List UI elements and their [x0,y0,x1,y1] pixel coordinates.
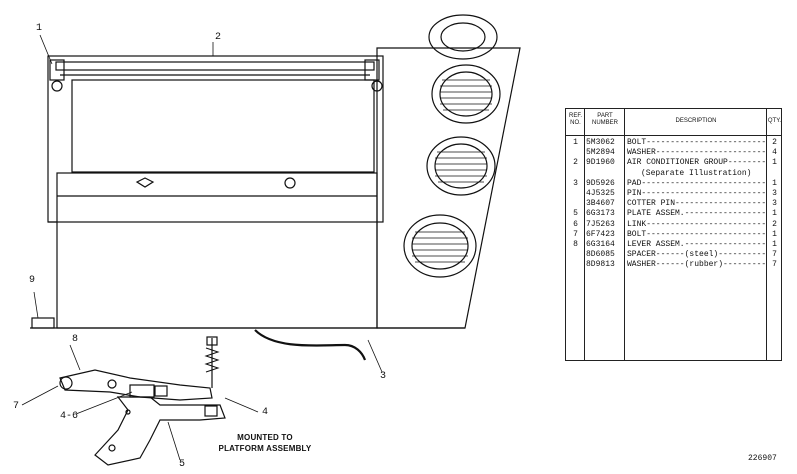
quantity-cell: 1 [772,178,777,188]
table-row: (Separate Illustration) [566,169,781,178]
header-description: DESCRIPTION [675,118,717,124]
part-number-cell: 8D6085 [586,250,615,260]
description-cell: BOLT---------------------------- [627,138,765,147]
drawing-number: 226907 [748,454,777,463]
table-row: 2 9D1960 AIR CONDITIONER GROUP---------- 1 [566,158,781,167]
part-number-cell: 9D1960 [586,158,615,168]
quantity-cell: 3 [772,199,777,209]
description-cell: LEVER ASSEM.------------------- [627,240,765,249]
table-row: 3B4607 COTTER PIN---------------------- 3 [566,199,781,208]
callout-7: 7 [13,401,20,412]
quantity-cell: 1 [772,229,777,239]
part-number-cell: 6F7423 [586,229,615,239]
table-row: 7 6F7423 BOLT---------------------------- 1 [566,230,781,239]
column-divider [624,109,625,360]
part-number-cell: 9D5926 [586,178,615,188]
header-ref-no: REF. NO. [568,113,582,126]
description-cell: BOLT---------------------------- [627,229,765,239]
part-number-cell: 7J5263 [586,219,615,229]
description-cell: COTTER PIN---------------------- [627,199,765,209]
ref-cell: 5 [573,209,578,219]
header-qty: QTY. [767,118,782,124]
description-cell: AIR CONDITIONER GROUP---------- [627,158,765,168]
leader-lines [21,34,383,461]
table-row: 6 7J5263 LINK---------------------------- 2 [566,220,781,229]
description-cell: WASHER-------------------------- [627,148,765,158]
description-cell: WASHER------(rubber)----------- [627,260,765,270]
table-row: 8 6G3164 LEVER ASSEM.------------------- 1 [566,240,781,249]
ref-cell: 7 [573,229,578,239]
vent-grilles [403,64,501,278]
ref-cell: 2 [573,158,578,168]
ref-cell: 8 [573,240,578,249]
ref-cell: 6 [573,219,578,229]
description-cell: PAD----------------------------- [627,178,765,188]
header-part-number: PART NUMBER [591,113,618,126]
quantity-cell: 2 [772,219,777,229]
quantity-cell: 7 [772,250,777,260]
table-row: 5M2894 WASHER-------------------------- 4 [566,148,781,157]
table-row: 3 9D5926 PAD----------------------------- 1 [566,179,781,188]
quantity-cell: 7 [772,260,777,270]
description-cell: (Separate Illustration) [641,168,752,178]
quantity-cell: 1 [772,209,777,219]
table-row: 4J5325 PIN----------------------------- 3 [566,189,781,198]
part-number-cell: 3B4607 [586,199,615,209]
mounting-caption: MOUNTED TO PLATFORM ASSEMBLY [200,432,330,454]
callout-5: 5 [179,459,186,470]
callout-4-6: 4-6 [60,411,79,422]
quantity-cell: 1 [772,240,777,249]
table-row: 8D9813 WASHER------(rubber)----------- 7 [566,260,781,269]
ref-cell: 1 [573,138,578,147]
description-cell: SPACER------(steel)------------ [627,250,765,260]
description-cell: PIN----------------------------- [627,189,765,198]
header-divider [566,135,781,136]
column-divider [766,109,767,360]
caption-line-1: MOUNTED TO [237,433,293,442]
quantity-cell: 3 [772,189,777,198]
part-number-cell: 5M3062 [586,138,615,147]
callout-9: 9 [29,275,36,286]
callout-1: 1 [36,23,43,34]
air-conditioner-housing [30,14,521,361]
callout-4: 4 [262,407,269,418]
description-cell: PLATE ASSEM.------------------- [627,209,765,219]
callout-3: 3 [380,371,387,382]
table-row: 8D6085 SPACER------(steel)------------ 7 [566,250,781,259]
callout-2: 2 [215,32,222,43]
description-cell: LINK---------------------------- [627,219,765,229]
quantity-cell: 2 [772,138,777,147]
column-divider [584,109,585,360]
quantity-cell: 1 [772,158,777,168]
callout-8: 8 [72,334,79,345]
quantity-cell: 4 [772,148,777,158]
caption-line-2: PLATFORM ASSEMBLY [218,444,312,453]
table-row: 1 5M3062 BOLT---------------------------- 2 [566,138,781,147]
part-number-cell: 4J5325 [586,189,615,198]
lever-assembly [59,336,226,466]
part-number-cell: 5M2894 [586,148,615,158]
ref-cell: 3 [573,178,578,188]
part-number-cell: 8D9813 [586,260,615,270]
part-number-cell: 6G3173 [586,209,615,219]
table-row: 5 6G3173 PLATE ASSEM.------------------- 1 [566,209,781,218]
part-number-cell: 6G3164 [586,240,615,249]
